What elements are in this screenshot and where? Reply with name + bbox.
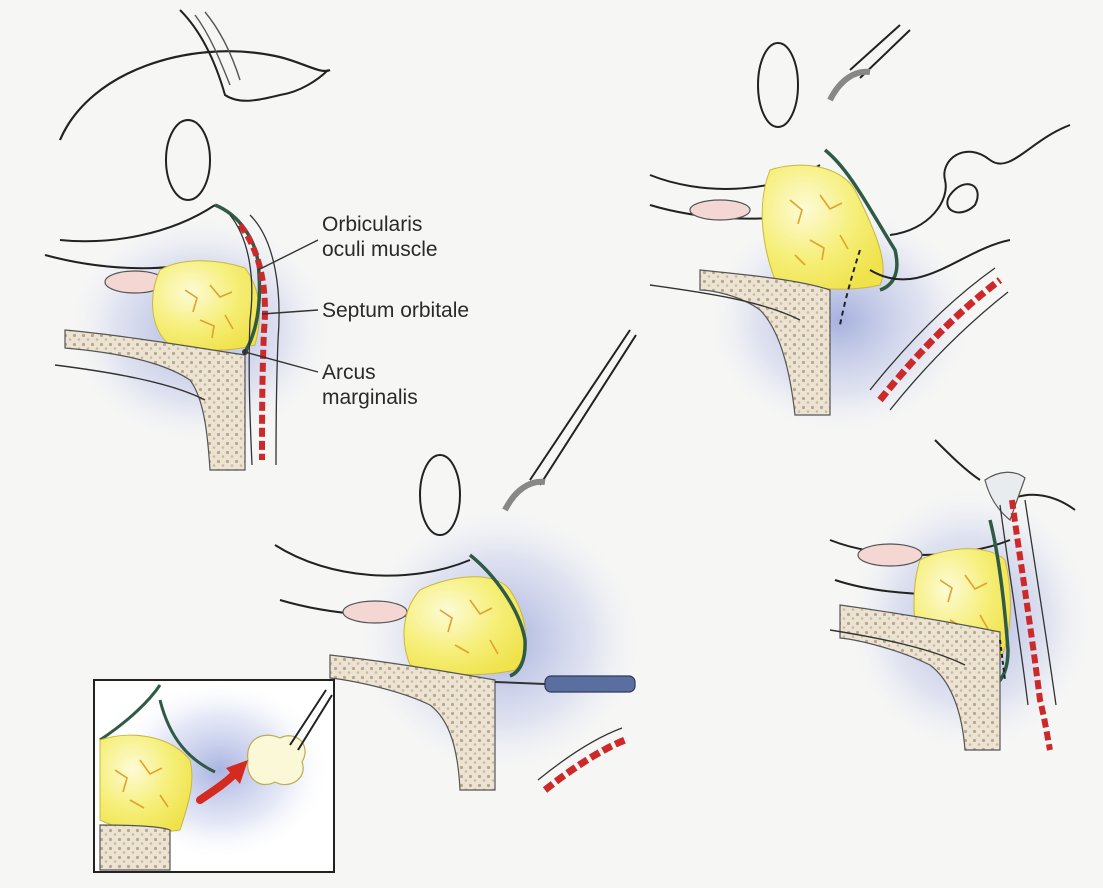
panel3-orbital-bone [329,654,496,791]
panel1-lens [165,119,211,201]
panel1-upper-lid [179,9,329,102]
panel-closure [829,439,1100,760]
panel1-muscle [237,223,268,461]
label-arcus-line1: Arcus [322,361,376,384]
leader-arcus [244,351,319,373]
panel1-orbital-bone [64,329,246,471]
inset-excised-fat [247,734,306,786]
panel-cautery [274,329,650,793]
panel1-eyeball-outline [58,50,331,141]
label-orbicularis: Orbicularis oculi muscle [322,212,438,262]
panel-suture [649,24,1071,440]
panel1-fat-vessels [184,284,234,339]
panel1-lashes [194,14,231,86]
panel2-orbital-bone [699,269,831,416]
panel3-septum [468,553,527,678]
panel4-muscle [1009,499,1053,751]
panel2-muscle [877,277,1003,403]
panel1-fat-pad [152,260,260,351]
inset-forceps [289,689,333,751]
inset-fat-pad [99,734,193,833]
panel2-fat-pad [761,164,884,290]
label-septum: Septum orbitale [322,298,469,323]
panel-anatomy [44,9,340,471]
panel3-fat-pad [403,576,527,676]
panel3-muscle [542,736,627,793]
panel3-lens [419,454,461,536]
label-arcus: Arcus marginalis [322,360,418,410]
panel4-orbital-bone [839,604,1001,751]
label-arcus-line2: marginalis [322,386,418,409]
leader-orbicularis [257,239,319,271]
label-orbicularis-line2: oculi muscle [322,238,438,261]
panel2-suture-thread [889,124,1071,236]
panel1-lid-line [59,204,216,243]
panel4-septum [988,519,1010,687]
panel2-lens [757,42,799,128]
panel3-forceps [529,329,637,486]
panel-inset-excision [93,679,335,873]
label-orbicularis-line1: Orbicularis [322,213,423,236]
panel3-cautery-instrument [544,675,636,693]
panel2-septum [823,148,899,292]
label-septum-text: Septum orbitale [322,299,470,322]
leader-septum [261,309,319,315]
